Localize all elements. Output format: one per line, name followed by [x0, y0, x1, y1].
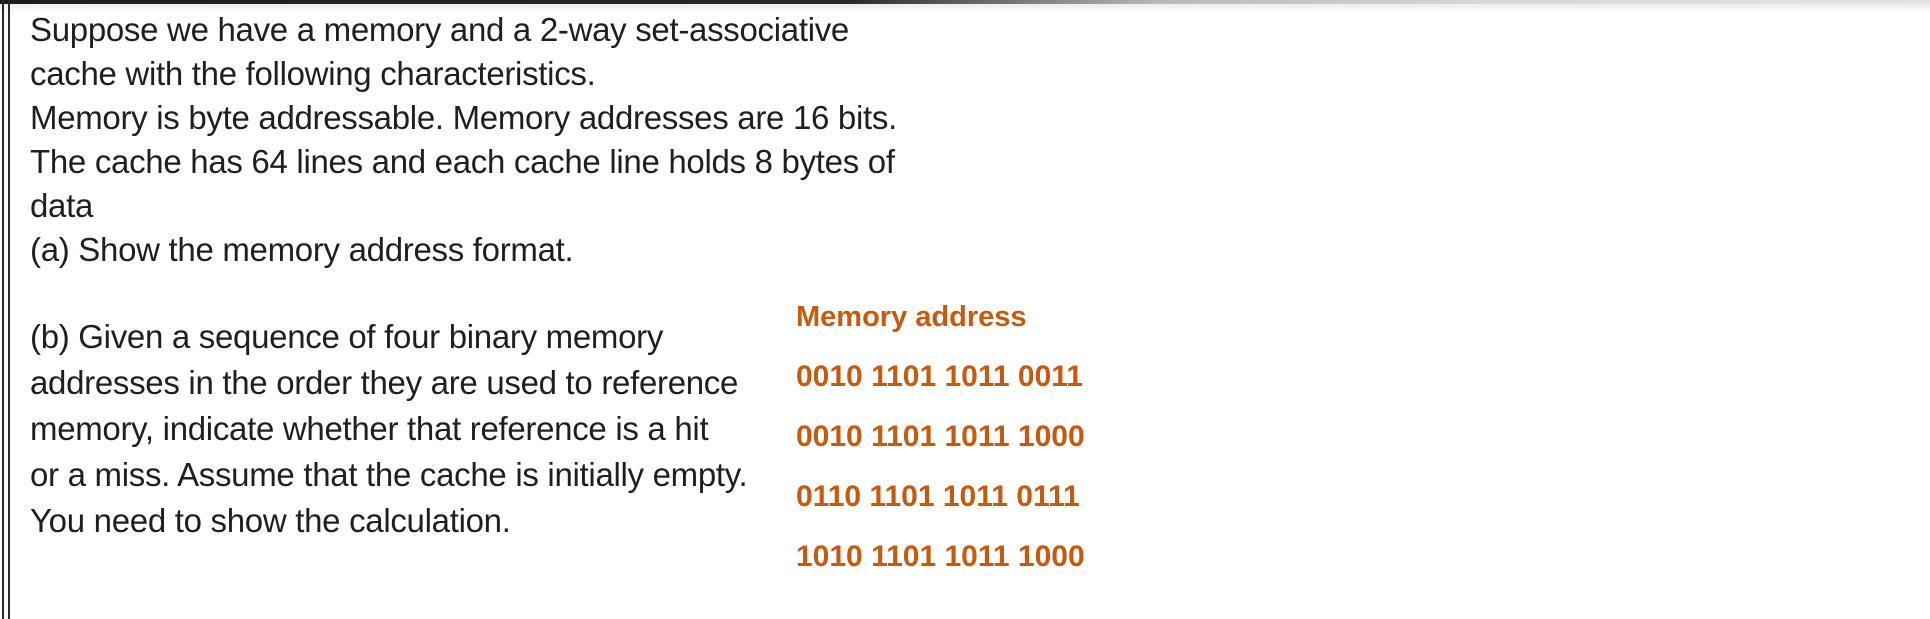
statement-line: The cache has 64 lines and each cache li… [30, 143, 895, 180]
memory-address-heading: Memory address [796, 301, 1027, 333]
memory-address-row: 0010 1101 1011 0011 [796, 360, 1083, 393]
statement-line: Suppose we have a memory and a 2-way set… [30, 11, 849, 48]
part-b-line: or a miss. Assume that the cache is init… [30, 456, 748, 493]
top-border-shadow [0, 4, 1930, 13]
left-border-line-inner [8, 0, 10, 619]
statement-line-part-a: (a) Show the memory address format. [30, 231, 574, 268]
problem-statement: Suppose we have a memory and a 2-way set… [30, 8, 897, 272]
memory-address-row: 0110 1101 1011 0111 [796, 480, 1080, 513]
top-border-line [0, 0, 1930, 4]
statement-line: data [30, 187, 94, 224]
statement-line: cache with the following characteristics… [30, 55, 596, 92]
memory-address-row: 0010 1101 1011 1000 [796, 420, 1085, 453]
memory-address-row: 1010 1101 1011 1000 [796, 540, 1085, 573]
part-b-line: You need to show the calculation. [30, 502, 511, 539]
memory-address-column: Memory address 0010 1101 1011 0011 0010 … [796, 300, 1085, 574]
part-b-line: (b) Given a sequence of four binary memo… [30, 318, 664, 355]
problem-part-b: (b) Given a sequence of four binary memo… [30, 314, 748, 544]
statement-line: Memory is byte addressable. Memory addre… [30, 99, 897, 136]
left-border-line-outer [2, 0, 4, 619]
part-b-line: memory, indicate whether that reference … [30, 410, 709, 447]
part-b-line: addresses in the order they are used to … [30, 364, 739, 401]
